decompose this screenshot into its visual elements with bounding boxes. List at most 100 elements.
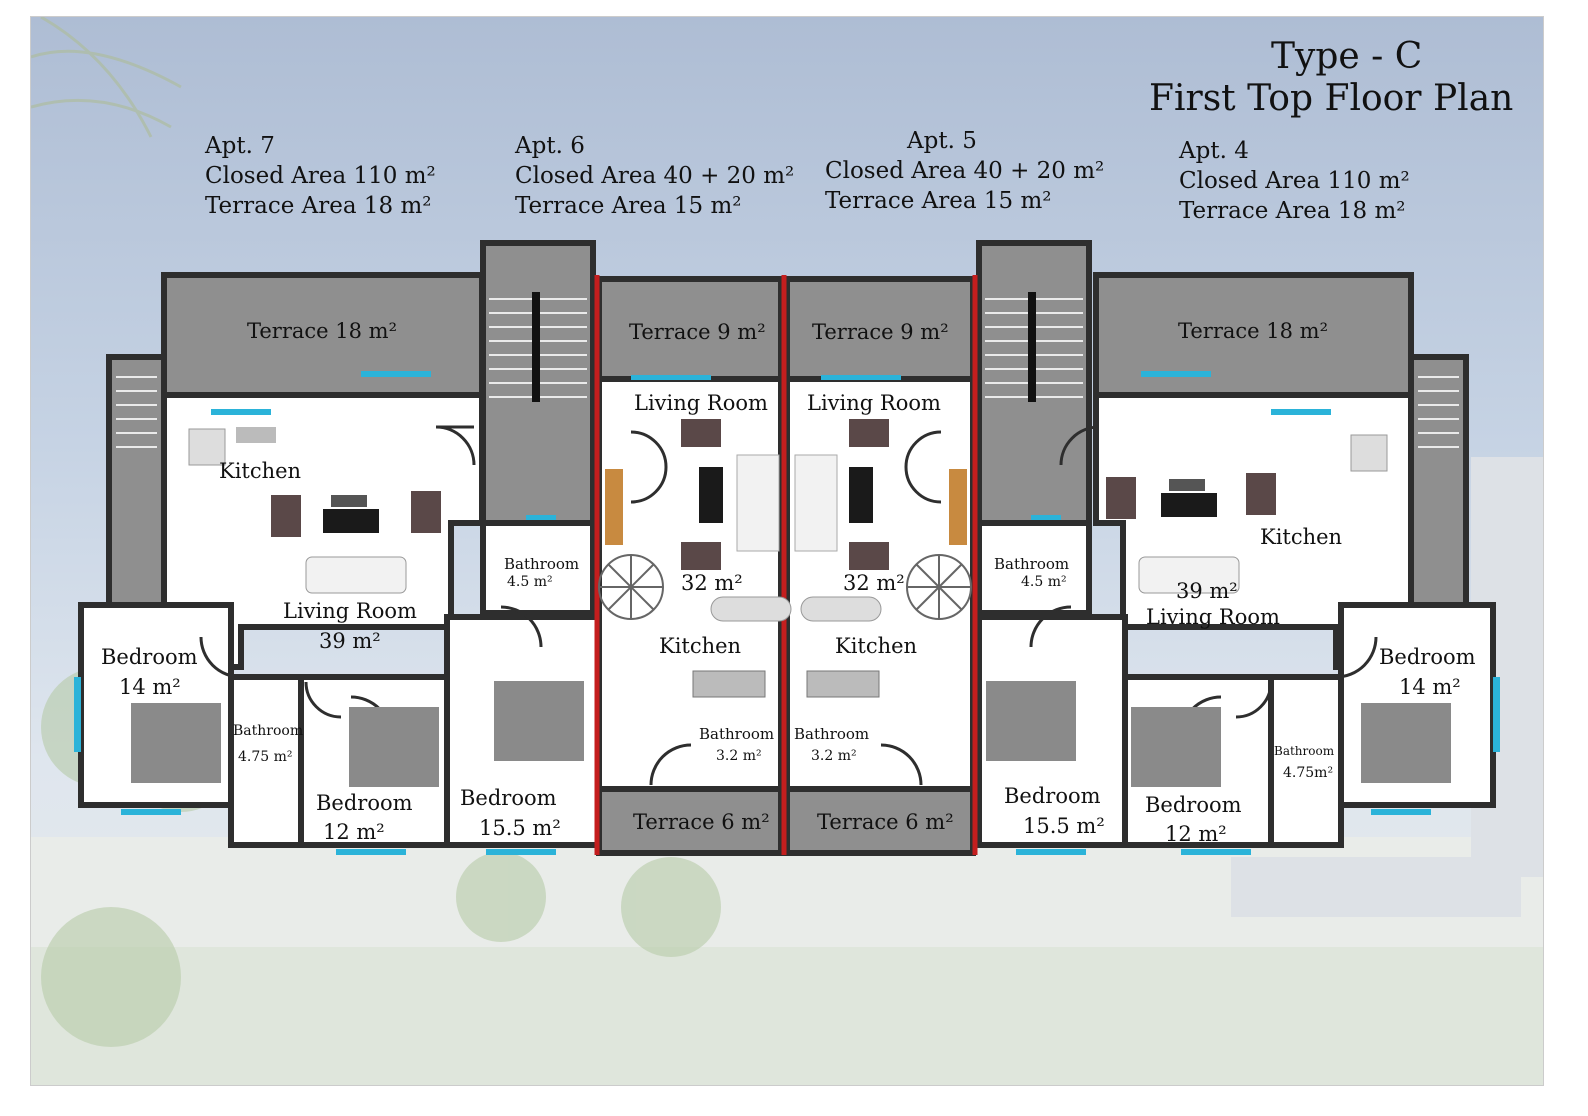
apt4-bathroom-b-label: Bathroom xyxy=(994,555,1070,573)
background-scenery xyxy=(31,17,1543,1085)
apt7-bathroom-45 xyxy=(480,520,596,616)
apt5-kitchen-label: Kitchen xyxy=(835,634,918,658)
side-terrace-apt7 xyxy=(106,354,167,615)
party-walls xyxy=(594,275,978,855)
apt4-closed-area: Closed Area 110 m² xyxy=(1179,168,1410,194)
bed-apt7-14 xyxy=(131,703,221,783)
dining-table-apt4 xyxy=(1161,493,1217,517)
apt4-bedroom-c-label: Bedroom xyxy=(1004,784,1101,808)
apt6-living-label: Living Room xyxy=(634,391,768,415)
table-apt5 xyxy=(849,467,873,523)
apt4-bathroom-a-area: 4.75m² xyxy=(1283,765,1334,781)
sofa-apt6 xyxy=(736,454,780,552)
apt4-living-label: Living Room xyxy=(1146,605,1280,629)
apt6-terrace-bottom-label: Terrace 6 m² xyxy=(633,810,770,834)
apt7-bedroom-c-label: Bedroom xyxy=(460,786,557,810)
apt4-bedroom-a-area: 14 m² xyxy=(1399,675,1461,699)
armchair-apt7-left xyxy=(271,495,301,537)
apt5-living-area: 32 m² xyxy=(843,571,905,595)
apt6-terrace-top-label: Terrace 9 m² xyxy=(629,320,766,344)
apt7-living-label: Living Room xyxy=(283,599,417,623)
apt4-summary: Apt. 4 Closed Area 110 m² Terrace Area 1… xyxy=(1179,136,1410,226)
apt6-living-area: 32 m² xyxy=(681,571,743,595)
armchair-apt4-left xyxy=(1106,477,1136,519)
terrace-bottom-apt6 xyxy=(596,786,784,856)
apt7-bedroom-a-label: Bedroom xyxy=(101,645,198,669)
armchair-apt6-bottom xyxy=(681,542,721,570)
apt6-closed-area: Closed Area 40 + 20 m² xyxy=(515,163,795,189)
apt5-living-label: Living Room xyxy=(807,391,941,415)
plan-title: First Top Floor Plan xyxy=(1149,78,1514,119)
apt7-terrace-area: Terrace Area 18 m² xyxy=(205,193,432,219)
cooktop-apt4 xyxy=(1350,434,1388,472)
bed-apt4-14 xyxy=(1361,703,1451,783)
cooktop-apt7 xyxy=(188,428,226,466)
kitchen-counter-apt6 xyxy=(692,670,766,698)
armchair-apt6-top xyxy=(681,419,721,447)
apt5-bathroom-label: Bathroom xyxy=(794,725,870,743)
apt6-bathroom-label: Bathroom xyxy=(699,725,775,743)
apt7-closed-area: Closed Area 110 m² xyxy=(205,163,436,189)
bed-apt4-12 xyxy=(1131,707,1221,787)
apt7-terrace-label: Terrace 18 m² xyxy=(247,319,397,343)
apt7-bedroom-c-area: 15.5 m² xyxy=(479,816,561,840)
apt4-bedroom-a-label: Bedroom xyxy=(1379,645,1476,669)
apt4-bedroom-c-area: 15.5 m² xyxy=(1023,814,1105,838)
apt4-terrace-area: Terrace Area 18 m² xyxy=(1179,198,1406,224)
apt5-summary: Apt. 5 Closed Area 40 + 20 m² Terrace Ar… xyxy=(825,126,1104,216)
sink-apt7 xyxy=(236,427,276,443)
apt4-bedroom-b-label: Bedroom xyxy=(1145,793,1242,817)
apt5-terrace-area: Terrace Area 15 m² xyxy=(825,188,1052,214)
armchair-apt4-right xyxy=(1246,473,1276,515)
apt7-living-area: 39 m² xyxy=(319,629,381,653)
counter-apt5 xyxy=(800,596,882,622)
type-label: Type - C xyxy=(1271,36,1423,77)
apt4-bedroom-b-area: 12 m² xyxy=(1165,822,1227,846)
armchair-apt5-bottom xyxy=(849,542,889,570)
spiral-stairs xyxy=(598,554,972,620)
apt7-summary: Apt. 7 Closed Area 110 m² Terrace Area 1… xyxy=(205,131,436,221)
stair-handrails xyxy=(532,292,1036,402)
floor-plan-sheet: Type - C First Top Floor Plan Apt. 7 Clo… xyxy=(30,16,1544,1086)
apt6-terrace-area: Terrace Area 15 m² xyxy=(515,193,742,219)
apt5-bathroom-area: 3.2 m² xyxy=(811,748,857,764)
terrace-top-apt6 xyxy=(596,276,784,382)
apt4-bathroom-475 xyxy=(1268,674,1344,848)
palm-fronds xyxy=(31,17,182,138)
apt4-kitchen-label: Kitchen xyxy=(1260,525,1343,549)
side-terrace-apt4 xyxy=(1408,354,1469,615)
kitchen-counter-apt5 xyxy=(806,670,880,698)
armchair-apt5-top xyxy=(849,419,889,447)
terrace-top-apt5 xyxy=(784,276,976,382)
tv-unit-apt5 xyxy=(949,469,967,545)
apt7-bathroom-475 xyxy=(228,674,304,848)
apt7-bathroom-b-label: Bathroom xyxy=(504,555,580,573)
apt4-bathroom-b-area: 4.5 m² xyxy=(1021,574,1067,590)
apt6-bathroom-area: 3.2 m² xyxy=(716,748,762,764)
floor-plan-drawing xyxy=(74,240,1500,856)
apt7-name: Apt. 7 xyxy=(205,133,275,159)
apt5-terrace-bottom-label: Terrace 6 m² xyxy=(817,810,954,834)
lawn xyxy=(31,947,1543,1085)
apt7-bathroom-a-label: Bathroom xyxy=(233,723,304,739)
windows xyxy=(74,371,1500,855)
table-apt6 xyxy=(699,467,723,523)
apt7-bedroom-a-area: 14 m² xyxy=(119,675,181,699)
apt4-bathroom-a-label: Bathroom xyxy=(1274,744,1335,758)
dining-table-apt7 xyxy=(323,509,379,533)
apt4-name: Apt. 4 xyxy=(1179,138,1249,164)
apt7-bathroom-a-area: 4.75 m² xyxy=(238,749,293,765)
sofa-apt7 xyxy=(305,556,407,594)
bed-apt7-12 xyxy=(349,707,439,787)
apt6-kitchen-label: Kitchen xyxy=(659,634,742,658)
apt4-terrace-label: Terrace 18 m² xyxy=(1178,319,1328,343)
dining-bench-apt4 xyxy=(1169,479,1205,491)
apt7-bedroom-b-area: 12 m² xyxy=(323,820,385,844)
apt4-bathroom-45 xyxy=(976,520,1092,616)
apt5-name: Apt. 5 xyxy=(907,128,977,154)
counter-apt6 xyxy=(710,596,792,622)
armchair-apt7-right xyxy=(411,491,441,533)
apt7-kitchen-label: Kitchen xyxy=(219,459,302,483)
apt6-summary: Apt. 6 Closed Area 40 + 20 m² Terrace Ar… xyxy=(515,131,794,221)
bed-apt4-155 xyxy=(986,681,1076,761)
